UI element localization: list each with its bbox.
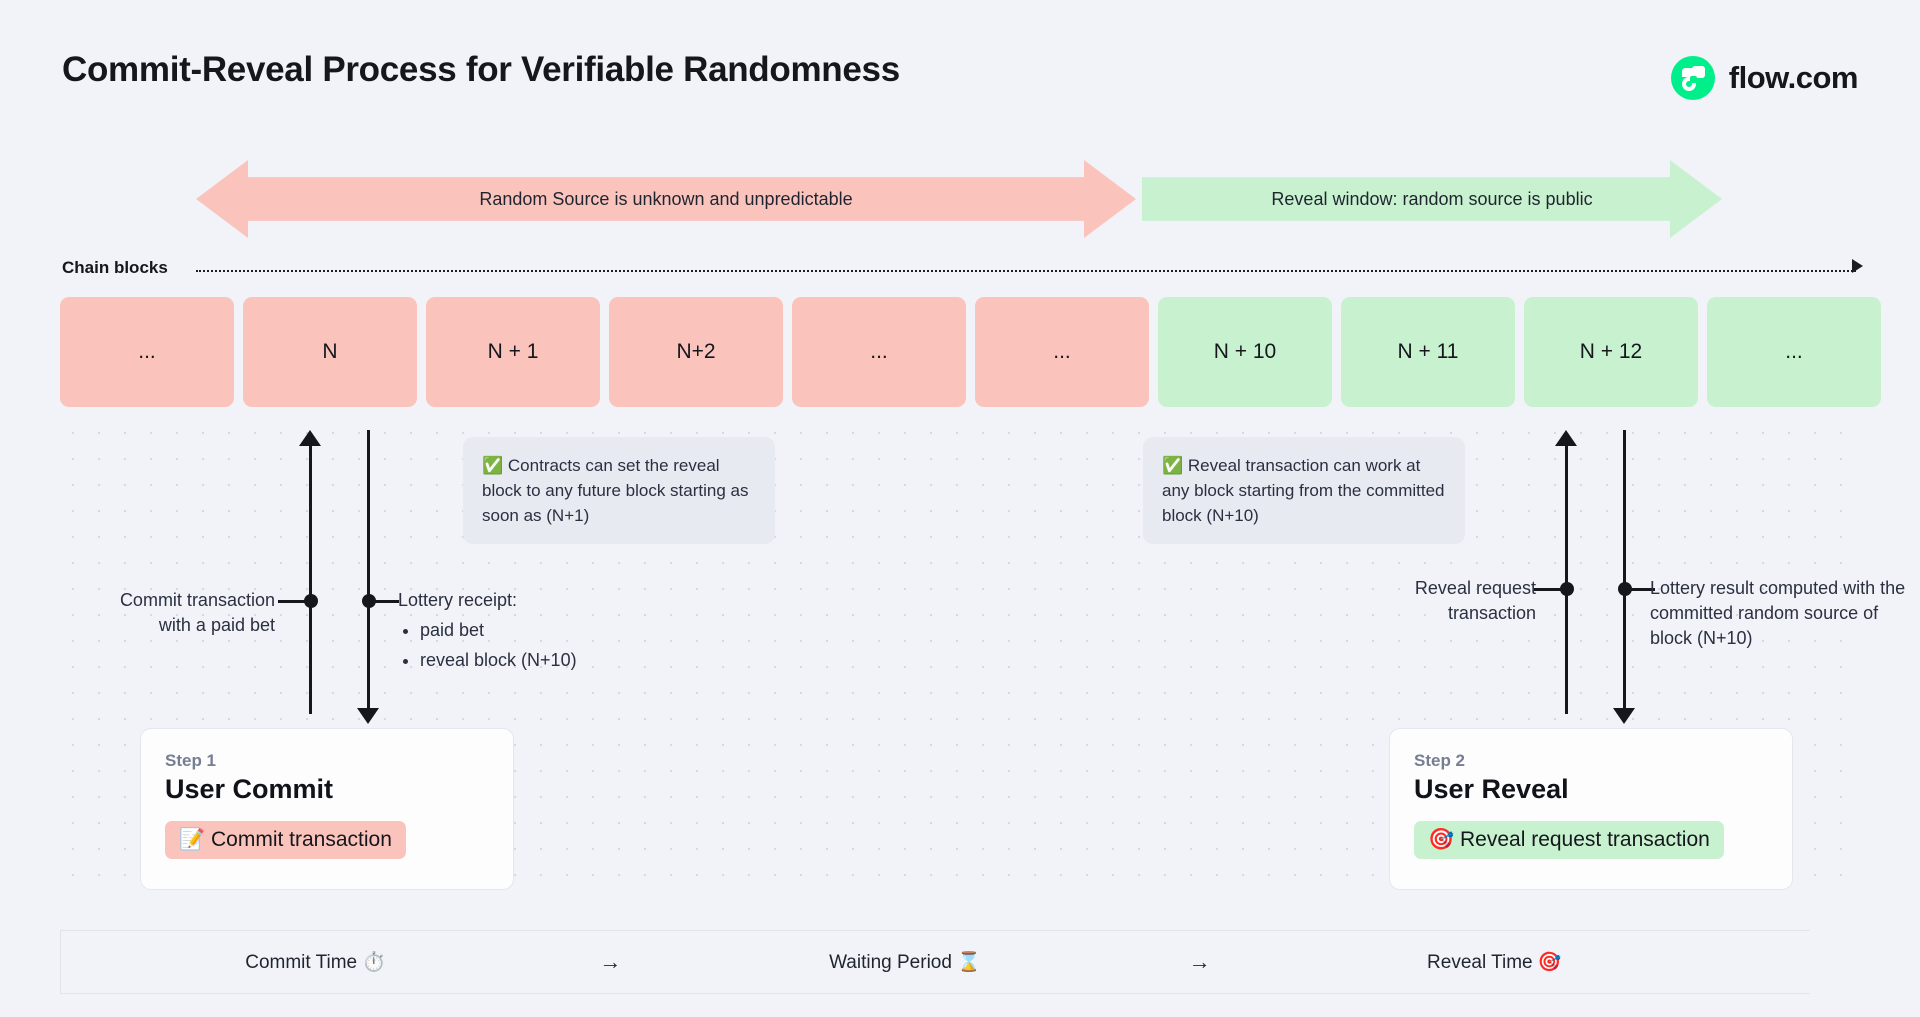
chain-axis-line xyxy=(196,270,1856,272)
chain-block: ... xyxy=(1707,297,1881,407)
brand-name: flow.com xyxy=(1728,60,1859,95)
chain-blocks-label: Chain blocks xyxy=(62,258,168,277)
stopwatch-icon: ⏱️ xyxy=(362,952,387,973)
timeline-arrow-icon: → xyxy=(599,949,622,974)
connector-stub xyxy=(278,600,308,603)
step-label: Step 1 xyxy=(165,751,217,770)
timeline-commit-label: Commit Time xyxy=(245,952,358,973)
target-icon: 🎯 xyxy=(1537,952,1562,973)
chain-blocks: ... N N + 1 N+2 ... ... N + 10 N + 11 N … xyxy=(60,297,1881,407)
flow-logo: flow.com xyxy=(1670,56,1859,100)
timeline-segment-commit: Commit Time ⏱️ xyxy=(61,950,570,974)
chain-block: ... xyxy=(792,297,966,407)
connector-dot xyxy=(1618,582,1632,596)
connector-stub xyxy=(371,600,399,603)
annotation-commit-transaction: Commit transaction with a paid bet xyxy=(119,590,275,635)
step-card-user-reveal: Step 2 User Reveal 🎯 Reveal request tran… xyxy=(1389,728,1793,890)
timeline-segment-reveal: Reveal Time 🎯 xyxy=(1240,950,1749,974)
reveal-request-chip[interactable]: 🎯 Reveal request transaction xyxy=(1414,821,1724,859)
timeline-arrow-icon: → xyxy=(1188,949,1211,974)
chain-block: N + 11 xyxy=(1341,297,1515,407)
chain-block: N xyxy=(243,297,417,407)
timeline-bar: Commit Time ⏱️ → Waiting Period ⌛ → Reve… xyxy=(60,930,1860,994)
page-title: Commit-Reveal Process for Verifiable Ran… xyxy=(62,50,900,89)
connector-stub xyxy=(1534,588,1564,591)
chain-block: ... xyxy=(60,297,234,407)
annotation-reveal-request: Reveal request transaction xyxy=(1414,578,1536,623)
connector-dot xyxy=(362,594,376,608)
chain-block: N + 10 xyxy=(1158,297,1332,407)
lottery-result-connector-line xyxy=(1623,430,1626,712)
target-icon: 🎯 xyxy=(1428,828,1455,851)
chain-block: N + 12 xyxy=(1524,297,1698,407)
callout-one-text: Contracts can set the reveal block to an… xyxy=(482,456,749,526)
chain-block: N+2 xyxy=(609,297,783,407)
lottery-receipt-list: paid bet reveal block (N+10) xyxy=(420,618,678,673)
banner-unpredictable: Random Source is unknown and unpredictab… xyxy=(196,160,1136,238)
chain-axis-arrow-icon xyxy=(1852,259,1863,273)
check-icon: ✅ xyxy=(482,456,504,475)
receipt-connector-line xyxy=(367,430,370,712)
memo-icon: 📝 xyxy=(179,828,206,851)
lottery-receipt-title: Lottery receipt: xyxy=(398,590,518,610)
flow-mark-icon xyxy=(1670,56,1715,100)
timeline-waiting-label: Waiting Period xyxy=(829,952,952,973)
chain-block: N + 1 xyxy=(426,297,600,407)
reveal-request-chip-label: Reveal request transaction xyxy=(1460,828,1710,851)
step-label: Step 2 xyxy=(1414,751,1466,770)
arrow-up-icon xyxy=(299,430,321,446)
check-icon: ✅ xyxy=(1162,456,1184,475)
step-title: User Reveal xyxy=(1414,774,1569,804)
timeline-reveal-label: Reveal Time xyxy=(1427,952,1533,973)
connector-dot xyxy=(304,594,318,608)
callout-reveal-transaction: ✅ Reveal transaction can work at any blo… xyxy=(1143,437,1465,545)
arrow-down-icon xyxy=(1613,708,1635,724)
hourglass-icon: ⌛ xyxy=(957,952,981,973)
timeline-segment-waiting: Waiting Period ⌛ xyxy=(650,950,1159,974)
step-card-user-commit: Step 1 User Commit 📝 Commit transaction xyxy=(140,728,514,890)
list-item: paid bet xyxy=(420,618,678,643)
commit-transaction-chip-label: Commit transaction xyxy=(211,828,392,851)
connector-dot xyxy=(1560,582,1574,596)
annotation-lottery-receipt: Lottery receipt: paid bet reveal block (… xyxy=(398,588,678,672)
banner-reveal-window: Reveal window: random source is public xyxy=(1142,160,1722,238)
arrow-up-icon xyxy=(1555,430,1577,446)
commit-transaction-chip[interactable]: 📝 Commit transaction xyxy=(165,821,406,859)
commit-connector-line xyxy=(309,446,312,714)
annotation-lottery-result: Lottery result computed with the committ… xyxy=(1650,578,1906,648)
list-item: reveal block (N+10) xyxy=(420,648,678,673)
step-title: User Commit xyxy=(165,774,334,804)
banner-unpredictable-label: Random Source is unknown and unpredictab… xyxy=(479,188,853,209)
reveal-request-connector-line xyxy=(1565,446,1568,714)
banner-reveal-window-label: Reveal window: random source is public xyxy=(1271,188,1593,209)
callout-two-text: Reveal transaction can work at any block… xyxy=(1162,456,1445,526)
callout-contracts-reveal-block: ✅ Contracts can set the reveal block to … xyxy=(463,437,775,545)
connector-stub xyxy=(1627,588,1655,591)
chain-block: ... xyxy=(975,297,1149,407)
arrow-down-icon xyxy=(357,708,379,724)
phase-banner-row: Random Source is unknown and unpredictab… xyxy=(0,160,1920,238)
